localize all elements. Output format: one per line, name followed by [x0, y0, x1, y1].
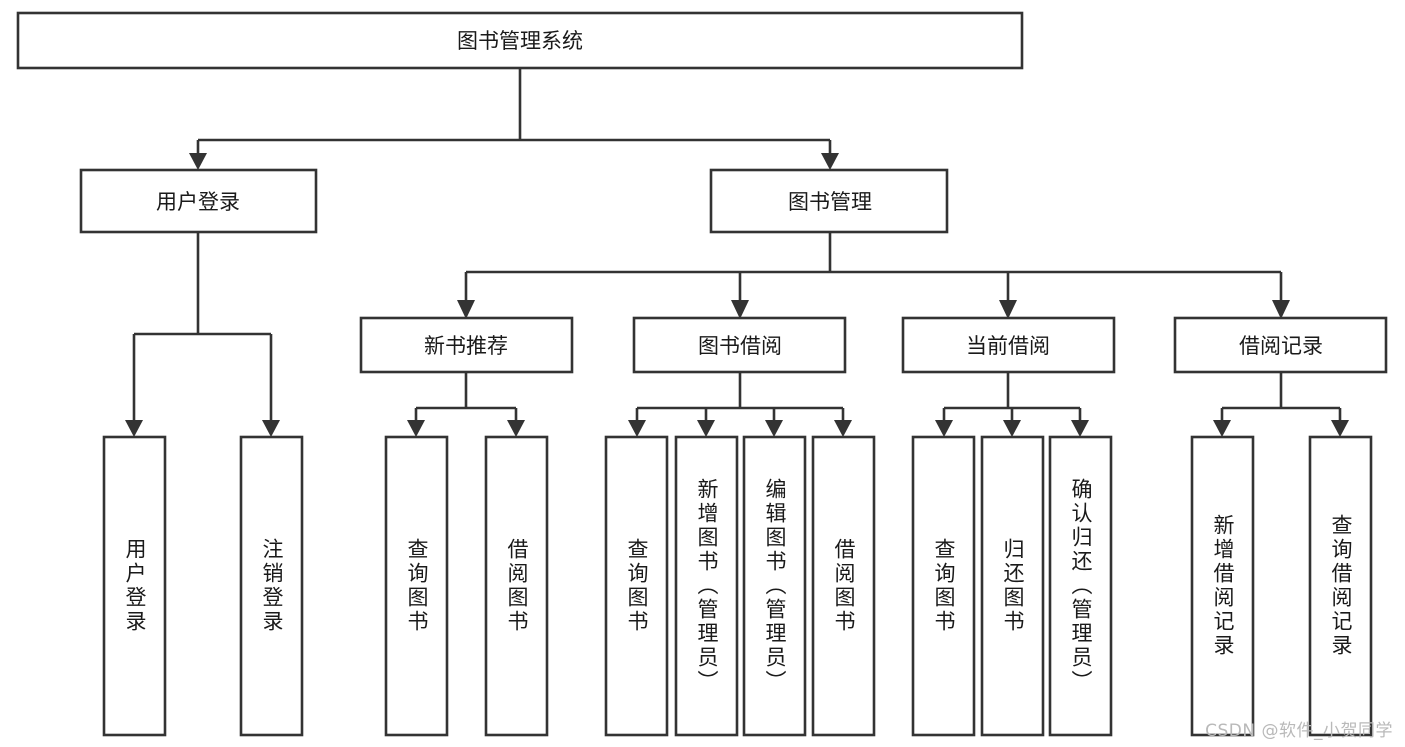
- leaf-current-borrow-query[interactable]: [911, 435, 976, 737]
- node-book-borrow[interactable]: [632, 316, 847, 374]
- node-new-book-recommend-label: 新书推荐: [424, 334, 508, 358]
- leaf-borrow-records-query[interactable]: [1308, 435, 1373, 737]
- arrow-head-leaf-current-borrow-2: [1003, 420, 1021, 437]
- leaf-book-borrow-query[interactable]: [604, 435, 669, 737]
- arrow-head-leaf-book-borrow-3: [765, 420, 783, 437]
- leaf-book-borrow-add[interactable]: [674, 435, 739, 737]
- node-book-management-label: 图书管理: [788, 190, 872, 214]
- node-new-book-recommend[interactable]: [359, 316, 574, 374]
- arrow-head-borrow-records: [1272, 300, 1290, 319]
- node-user-login[interactable]: [79, 168, 318, 234]
- leaf-new-book-query[interactable]: [384, 435, 449, 737]
- arrow-head-user-login: [189, 153, 207, 170]
- arrow-head-leaf-borrow-records-2: [1331, 420, 1349, 437]
- node-root-book-management-system[interactable]: [16, 11, 1024, 70]
- arrow-head-book-borrow: [731, 300, 749, 319]
- node-book-management[interactable]: [709, 168, 949, 234]
- arrow-head-leaf-new-book-1: [407, 420, 425, 437]
- arrow-head-leaf-borrow-records-1: [1213, 420, 1231, 437]
- node-book-borrow-label: 图书借阅: [698, 334, 782, 358]
- arrow-head-leaf-current-borrow-3: [1071, 420, 1089, 437]
- leaf-current-borrow-confirm[interactable]: [1048, 435, 1113, 737]
- connector-layer: [125, 68, 1349, 437]
- node-borrow-records-label: 借阅记录: [1239, 334, 1323, 358]
- arrow-head-book-manage: [821, 153, 839, 170]
- leaf-new-book-borrow[interactable]: [484, 435, 549, 737]
- leaf-user-login-login[interactable]: [102, 435, 167, 737]
- node-current-borrow-label: 当前借阅: [966, 334, 1050, 358]
- arrow-head-leaf-current-borrow-1: [935, 420, 953, 437]
- leaf-user-login-logout[interactable]: [239, 435, 304, 737]
- leaf-book-borrow-borrow[interactable]: [811, 435, 876, 737]
- node-borrow-records[interactable]: [1173, 316, 1388, 374]
- leaf-book-borrow-edit[interactable]: [742, 435, 807, 737]
- arrow-head-leaf-book-borrow-2: [697, 420, 715, 437]
- arrow-head-leaf-user-login-1: [125, 420, 143, 437]
- arrow-head-current-borrow: [999, 300, 1017, 319]
- node-user-login-label: 用户登录: [156, 190, 240, 214]
- arrow-head-leaf-book-borrow-4: [834, 420, 852, 437]
- node-layer: 图书管理系统 用户登录 图书管理 新书推荐 图书借阅 当前借阅 借阅记录: [16, 11, 1388, 737]
- leaf-borrow-records-add[interactable]: [1190, 435, 1255, 737]
- arrow-head-leaf-user-login-2: [262, 420, 280, 437]
- arrow-head-new-book: [457, 300, 475, 319]
- node-root-label: 图书管理系统: [457, 29, 583, 53]
- leaf-current-borrow-return[interactable]: [980, 435, 1045, 737]
- node-current-borrow[interactable]: [901, 316, 1116, 374]
- arrow-head-leaf-new-book-2: [507, 420, 525, 437]
- arrow-head-leaf-book-borrow-1: [628, 420, 646, 437]
- csdn-watermark: CSDN @软件_小贺同学: [1205, 721, 1393, 741]
